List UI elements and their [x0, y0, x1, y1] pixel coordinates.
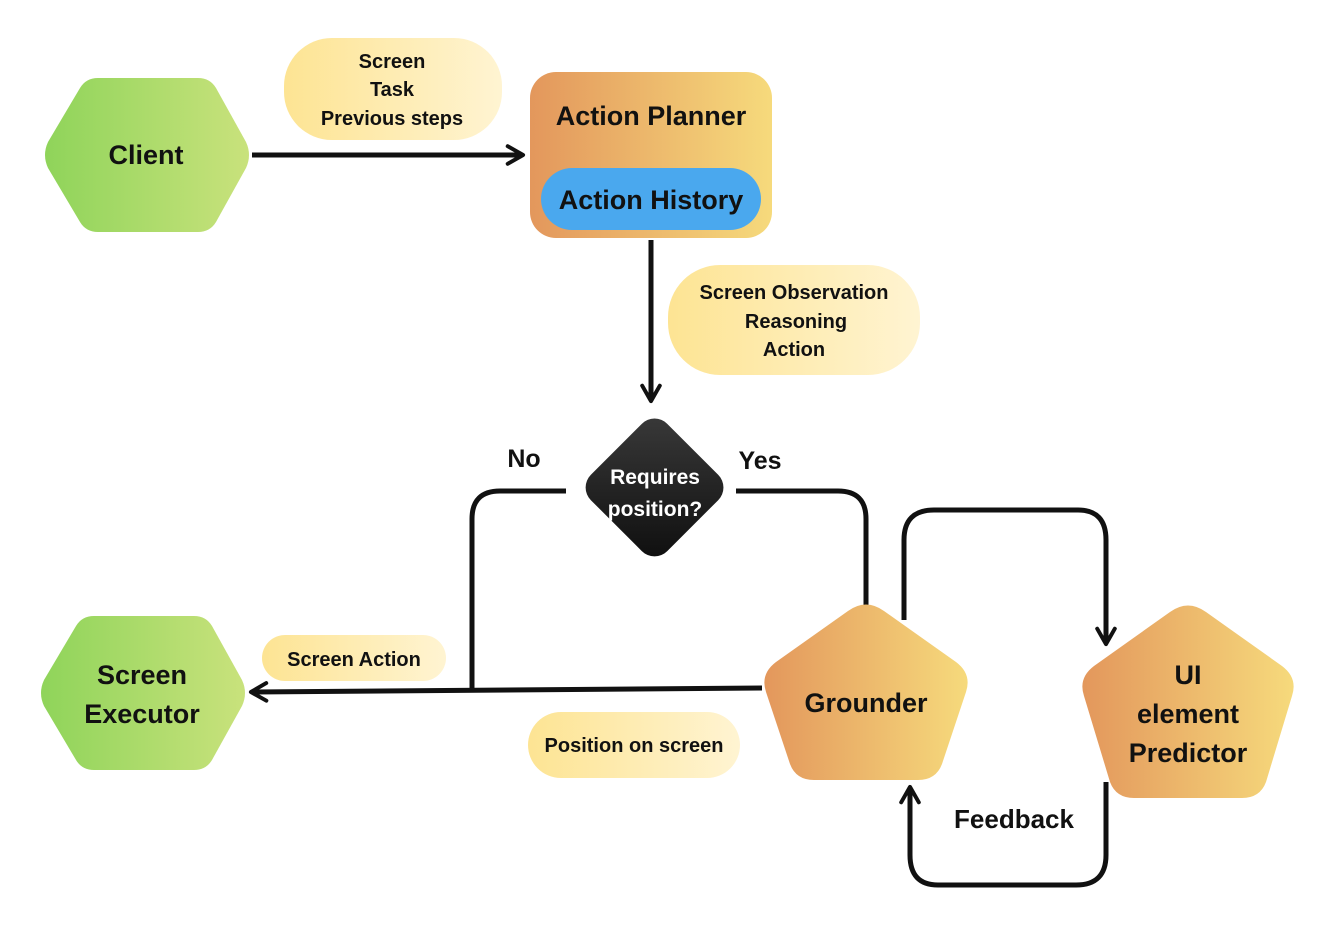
- tag-action-text: Action: [763, 339, 825, 361]
- tag-screen-observation-text: Screen Observation: [700, 282, 889, 304]
- tag-screen-text: Screen: [359, 51, 426, 73]
- action-planner-node: Action Planner Action History: [530, 72, 772, 238]
- tag-planner-to-decision: Screen Observation Reasoning Action: [668, 265, 920, 375]
- tag-screen-action: Screen Action: [262, 635, 446, 681]
- tag-position-on-screen: Position on screen: [528, 712, 740, 778]
- action-planner-label: Action Planner: [556, 101, 747, 131]
- client-node: Client: [45, 78, 249, 232]
- ui-predictor-label-line2: element: [1137, 699, 1239, 729]
- tag-screen-action-text: Screen Action: [287, 649, 421, 671]
- grounder-node: Grounder: [764, 604, 968, 780]
- edge-feedback: [899, 782, 1109, 888]
- screen-executor-node: Screen Executor: [41, 616, 245, 770]
- tag-task-text: Task: [370, 79, 415, 101]
- edge-grounder-to-executor: [248, 681, 763, 703]
- client-label: Client: [108, 140, 183, 170]
- branch-no-label: No: [507, 445, 540, 473]
- decision-label-line2: position?: [608, 498, 702, 521]
- action-history-pill: [541, 168, 761, 230]
- ui-predictor-node: UI element Predictor: [1082, 605, 1294, 798]
- branch-yes-label: Yes: [738, 447, 781, 475]
- tag-reasoning-text: Reasoning: [745, 311, 847, 333]
- action-history-label: Action History: [559, 185, 744, 215]
- grounder-label: Grounder: [804, 688, 927, 718]
- edge-decision-no: [469, 488, 566, 692]
- decision-node: Requires position?: [585, 418, 724, 557]
- ui-predictor-label-line1: UI: [1175, 660, 1202, 690]
- edge-decision-yes: [736, 488, 869, 608]
- tag-position-on-screen-text: Position on screen: [545, 735, 724, 757]
- decision-label-line1: Requires: [610, 466, 700, 489]
- feedback-label: Feedback: [954, 804, 1074, 834]
- screen-executor-label-line1: Screen: [97, 660, 187, 690]
- ui-predictor-label-line3: Predictor: [1129, 738, 1248, 768]
- tag-previous-steps-text: Previous steps: [321, 108, 463, 130]
- tag-client-to-planner: Screen Task Previous steps: [284, 38, 502, 140]
- screen-executor-label-line2: Executor: [84, 699, 200, 729]
- edge-grounder-to-predictor: [901, 507, 1117, 647]
